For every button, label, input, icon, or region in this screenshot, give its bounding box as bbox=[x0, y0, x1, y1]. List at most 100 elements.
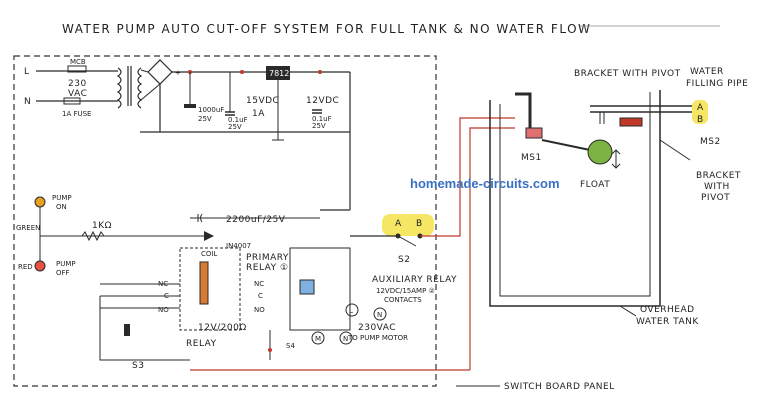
junction-dot bbox=[318, 70, 322, 74]
float-motion-icon bbox=[611, 149, 621, 169]
overhead-label: OVERHEAD bbox=[640, 305, 695, 315]
relay1b-nc: NC bbox=[254, 280, 264, 288]
bracket-pivot-label: BRACKET WITH PIVOT bbox=[574, 69, 681, 79]
resistor-label: 1KΩ bbox=[92, 221, 112, 231]
tank-a: A bbox=[697, 103, 704, 113]
bridge-rectifier-icon: + bbox=[140, 59, 181, 101]
pipe-outlet bbox=[599, 112, 605, 124]
diagram-title: WATER PUMP AUTO CUT-OFF SYSTEM FOR FULL … bbox=[62, 22, 591, 36]
pump-supply: 230VAC bbox=[358, 323, 396, 333]
primary-relay-label: PRIMARY bbox=[246, 253, 289, 263]
l-terminal bbox=[345, 303, 359, 317]
fuse-label: 1A FUSE bbox=[62, 110, 91, 118]
cap2-icon bbox=[197, 213, 203, 223]
n-label-2: N bbox=[343, 335, 348, 343]
pump-on-label-2: ON bbox=[56, 203, 67, 211]
switch-a: A bbox=[395, 219, 402, 229]
mains-vac: VAC bbox=[68, 89, 87, 99]
relay-spec: 12V/200Ω bbox=[198, 323, 247, 333]
relay-coil-icon bbox=[199, 261, 209, 305]
relay1b-no: NO bbox=[254, 306, 265, 314]
led-green-icon bbox=[34, 196, 46, 208]
junction-dot bbox=[268, 348, 272, 352]
n-label: N bbox=[377, 311, 382, 319]
coil-label: COIL bbox=[201, 250, 217, 258]
diode-icon bbox=[204, 231, 214, 241]
float-arm bbox=[541, 139, 591, 151]
aux-contacts: CONTACTS bbox=[384, 296, 422, 304]
mcb-icon bbox=[67, 65, 87, 73]
diode-label: IN4007 bbox=[226, 242, 251, 250]
cap-small1-value: 0.1uF bbox=[228, 116, 248, 124]
red-signal-wire bbox=[420, 117, 515, 237]
n-terminal bbox=[373, 307, 387, 321]
tank-b: B bbox=[697, 115, 704, 125]
water-pipe-label-2: FILLING PIPE bbox=[686, 79, 748, 89]
supply-12v: 12VDC bbox=[306, 96, 339, 106]
ms1-magnet bbox=[525, 127, 543, 139]
bracket2-label-b: WITH bbox=[704, 182, 730, 192]
n-terminal-2 bbox=[339, 331, 353, 345]
cap-small1-voltage: 25V bbox=[228, 123, 242, 131]
fuse-icon bbox=[63, 97, 81, 105]
cap1-icon bbox=[184, 104, 196, 108]
motor-icon bbox=[311, 331, 325, 345]
switch-board-panel-outline bbox=[13, 55, 437, 387]
tank-ab-highlight bbox=[692, 100, 708, 124]
mains-voltage: 230 bbox=[68, 79, 87, 89]
watermark: homemade-circuits.com bbox=[410, 176, 560, 191]
pump-on-label: PUMP bbox=[52, 194, 72, 202]
supply-15v: 15VDC bbox=[246, 96, 279, 106]
ms1-label: MS1 bbox=[521, 153, 542, 163]
float-icon bbox=[587, 139, 613, 165]
mcb-label: MCB bbox=[70, 58, 86, 66]
cap2-label: 2200uF/25V bbox=[226, 215, 286, 225]
green-label: GREEN bbox=[16, 224, 40, 232]
tank-inner bbox=[499, 92, 651, 297]
s2-label: S2 bbox=[398, 255, 410, 265]
resistor-icon bbox=[81, 230, 105, 242]
water-tank-label: WATER TANK bbox=[636, 317, 699, 327]
ms2-magnet bbox=[619, 117, 643, 127]
supply-1a: 1A bbox=[252, 109, 265, 119]
float-label: FLOAT bbox=[580, 180, 610, 190]
mains-n-label: N bbox=[24, 97, 31, 107]
s3-label: S3 bbox=[132, 361, 144, 371]
regulator-label: 7812 bbox=[269, 69, 289, 78]
water-pipe-label: WATER bbox=[690, 67, 724, 77]
relay1-no: NO bbox=[158, 306, 169, 314]
aux-relay-box bbox=[289, 247, 351, 331]
red-return-wire bbox=[469, 127, 515, 370]
s3-loop-wire bbox=[99, 296, 190, 361]
regulator-icon bbox=[266, 66, 290, 80]
switch-b: B bbox=[416, 219, 423, 229]
bracket2-label: BRACKET bbox=[696, 171, 741, 181]
cap-small2-voltage: 25V bbox=[312, 122, 326, 130]
to-pump: TO PUMP MOTOR bbox=[347, 334, 408, 342]
aux-relay-spec: 12VDC/15AMP ② bbox=[376, 287, 435, 295]
s4-label: S4 bbox=[286, 342, 295, 350]
red-label: RED bbox=[18, 263, 33, 271]
aux-relay-label: AUXILIARY RELAY bbox=[372, 275, 457, 285]
bracket2-pointer bbox=[659, 139, 691, 161]
switch-s2-highlight bbox=[382, 214, 434, 236]
svg-text:+: + bbox=[175, 69, 181, 77]
cap1-voltage: 25V bbox=[198, 115, 212, 123]
ms2-label: MS2 bbox=[700, 137, 721, 147]
relay1-contact-wires bbox=[100, 283, 180, 309]
transformer-icon bbox=[116, 66, 143, 109]
mains-l-label: L bbox=[24, 67, 30, 77]
switch-s3-icon bbox=[124, 324, 130, 336]
bracket-left bbox=[515, 92, 532, 128]
pump-off-label: PUMP bbox=[56, 260, 76, 268]
junction-dot bbox=[240, 70, 244, 74]
primary-relay-label-2: RELAY ① bbox=[246, 263, 289, 273]
motor-m-label: M bbox=[315, 335, 321, 343]
aux-relay-coil bbox=[299, 279, 315, 295]
relay-label: RELAY bbox=[186, 339, 217, 349]
relay1b-c: C bbox=[258, 292, 263, 300]
l-label: L bbox=[349, 307, 353, 315]
primary-relay-box bbox=[179, 247, 241, 331]
s2-lever bbox=[397, 235, 417, 247]
